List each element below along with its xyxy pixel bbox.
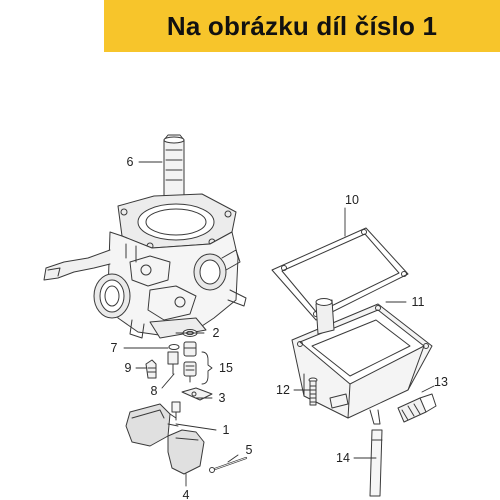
callout-6: 6 (127, 155, 134, 169)
part-12-drawing (308, 377, 318, 406)
callout-4: 4 (183, 488, 190, 500)
callout-1: 1 (223, 423, 230, 437)
part-14-drawing (369, 429, 383, 497)
part-10-drawing (271, 227, 409, 321)
callout-9: 9 (125, 361, 132, 375)
callout-3: 3 (219, 391, 226, 405)
part-13-drawing (397, 393, 437, 423)
part-3-drawing (181, 387, 213, 401)
carburetor-body-drawing (43, 193, 247, 339)
part-15-drawing (183, 341, 197, 383)
part-1-drawing (125, 401, 205, 475)
part-11-drawing (291, 298, 433, 425)
part-8-drawing (167, 351, 179, 375)
callout-14: 14 (336, 451, 350, 465)
callout-labels: 6 10 11 2 7 15 9 8 3 1 5 4 12 13 14 (111, 155, 448, 500)
callout-13: 13 (434, 375, 448, 389)
callout-12: 12 (276, 383, 290, 397)
callout-10: 10 (345, 193, 359, 207)
part-5-drawing (209, 456, 248, 473)
callout-11: 11 (412, 295, 425, 309)
callout-7: 7 (111, 341, 118, 355)
banner-title: Na obrázku díl číslo 1 (166, 10, 438, 41)
title-banner: Na obrázku díl číslo 1 (104, 0, 500, 52)
callout-5: 5 (246, 443, 253, 457)
callout-15: 15 (219, 361, 233, 375)
part-7-drawing (168, 344, 180, 350)
part-9-drawing (145, 359, 157, 379)
callout-2: 2 (213, 326, 220, 340)
part-6-drawing (163, 134, 185, 213)
callout-8: 8 (151, 384, 158, 398)
leader-lines (123, 161, 435, 487)
